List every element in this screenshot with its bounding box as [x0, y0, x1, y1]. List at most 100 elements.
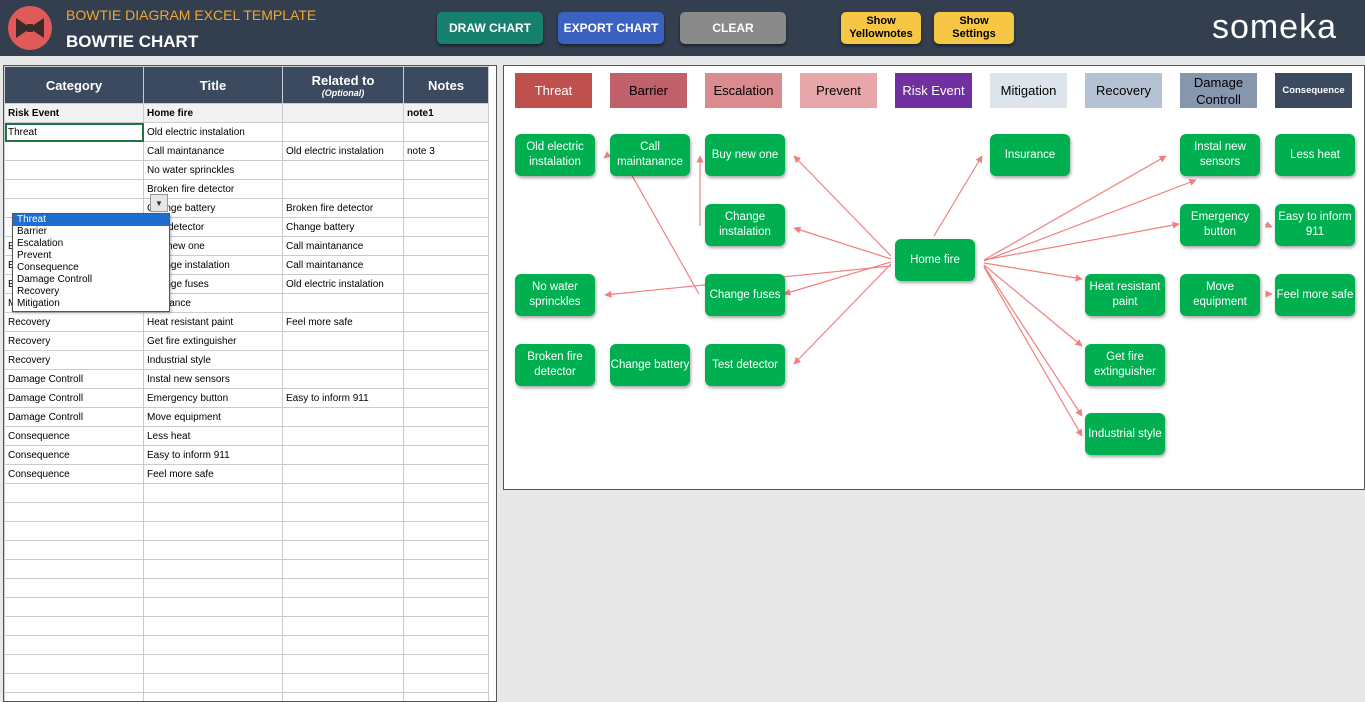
- empty-cell[interactable]: [404, 655, 489, 674]
- export-chart-button[interactable]: EXPORT CHART: [558, 12, 664, 44]
- cell-category[interactable]: [5, 142, 144, 161]
- node-buy-new-one[interactable]: Buy new one: [705, 134, 785, 176]
- empty-cell[interactable]: [404, 541, 489, 560]
- empty-cell[interactable]: [144, 579, 283, 598]
- cell-notes[interactable]: [404, 180, 489, 199]
- cell-notes[interactable]: note1: [404, 104, 489, 123]
- cell-title[interactable]: Industrial style: [144, 351, 283, 370]
- cell-title[interactable]: Call maintanance: [144, 142, 283, 161]
- empty-cell[interactable]: [283, 579, 404, 598]
- empty-cell[interactable]: [5, 484, 144, 503]
- cell-notes[interactable]: [404, 446, 489, 465]
- node-instal-new-sensors[interactable]: Instal new sensors: [1180, 134, 1260, 176]
- empty-cell[interactable]: [5, 503, 144, 522]
- empty-cell[interactable]: [283, 484, 404, 503]
- cell-related[interactable]: [283, 332, 404, 351]
- empty-cell[interactable]: [144, 503, 283, 522]
- node-home-fire[interactable]: Home fire: [895, 239, 975, 281]
- cell-related[interactable]: [283, 408, 404, 427]
- dropdown-arrow-icon[interactable]: ▼: [150, 194, 168, 212]
- cell-related[interactable]: [283, 370, 404, 389]
- node-call-maintanance[interactable]: Call maintanance: [610, 134, 690, 176]
- node-industrial-style[interactable]: Industrial style: [1085, 413, 1165, 455]
- cell-notes[interactable]: [404, 275, 489, 294]
- cell-title[interactable]: Get fire extinguisher: [144, 332, 283, 351]
- cell-notes[interactable]: [404, 465, 489, 484]
- cell-notes[interactable]: [404, 294, 489, 313]
- node-move-equipment[interactable]: Move equipment: [1180, 274, 1260, 316]
- node-less-heat[interactable]: Less heat: [1275, 134, 1355, 176]
- empty-cell[interactable]: [283, 560, 404, 579]
- cell-related[interactable]: [283, 104, 404, 123]
- cell-category[interactable]: Consequence: [5, 446, 144, 465]
- empty-cell[interactable]: [144, 655, 283, 674]
- empty-cell[interactable]: [5, 636, 144, 655]
- node-get-fire-extinguisher[interactable]: Get fire extinguisher: [1085, 344, 1165, 386]
- cell-notes[interactable]: [404, 199, 489, 218]
- empty-cell[interactable]: [144, 598, 283, 617]
- empty-cell[interactable]: [283, 503, 404, 522]
- empty-cell[interactable]: [404, 484, 489, 503]
- cell-category[interactable]: Risk Event: [5, 104, 144, 123]
- dropdown-option[interactable]: Mitigation: [13, 298, 169, 310]
- cell-related[interactable]: Old electric instalation: [283, 275, 404, 294]
- cell-category[interactable]: Damage Controll: [5, 370, 144, 389]
- node-old-electric[interactable]: Old electric instalation: [515, 134, 595, 176]
- node-heat-resistant-paint[interactable]: Heat resistant paint: [1085, 274, 1165, 316]
- cell-category[interactable]: Recovery: [5, 351, 144, 370]
- cell-notes[interactable]: [404, 123, 489, 142]
- empty-cell[interactable]: [5, 560, 144, 579]
- cell-category[interactable]: Threat: [5, 123, 144, 142]
- dropdown-option[interactable]: Consequence: [13, 262, 169, 274]
- cell-related[interactable]: [283, 446, 404, 465]
- node-change-battery[interactable]: Change battery: [610, 344, 690, 386]
- empty-cell[interactable]: [144, 522, 283, 541]
- cell-title[interactable]: No water sprinckles: [144, 161, 283, 180]
- dropdown-option[interactable]: Prevent: [13, 250, 169, 262]
- dropdown-option[interactable]: Recovery: [13, 286, 169, 298]
- cell-notes[interactable]: note 3: [404, 142, 489, 161]
- empty-cell[interactable]: [404, 636, 489, 655]
- node-insurance[interactable]: Insurance: [990, 134, 1070, 176]
- cell-category[interactable]: Recovery: [5, 313, 144, 332]
- cell-notes[interactable]: [404, 427, 489, 446]
- cell-category[interactable]: Damage Controll: [5, 389, 144, 408]
- dropdown-option[interactable]: Escalation: [13, 238, 169, 250]
- dropdown-option[interactable]: Damage Controll: [13, 274, 169, 286]
- empty-cell[interactable]: [144, 636, 283, 655]
- dropdown-option[interactable]: Threat: [13, 214, 169, 226]
- empty-cell[interactable]: [404, 522, 489, 541]
- cell-related[interactable]: [283, 161, 404, 180]
- empty-cell[interactable]: [144, 560, 283, 579]
- cell-title[interactable]: Heat resistant paint: [144, 313, 283, 332]
- cell-notes[interactable]: [404, 256, 489, 275]
- dropdown-option[interactable]: Barrier: [13, 226, 169, 238]
- empty-cell[interactable]: [283, 541, 404, 560]
- cell-category[interactable]: Consequence: [5, 427, 144, 446]
- empty-cell[interactable]: [144, 541, 283, 560]
- cell-notes[interactable]: [404, 351, 489, 370]
- empty-cell[interactable]: [404, 503, 489, 522]
- empty-cell[interactable]: [404, 579, 489, 598]
- empty-cell[interactable]: [404, 674, 489, 693]
- empty-cell[interactable]: [283, 636, 404, 655]
- empty-cell[interactable]: [5, 522, 144, 541]
- cell-title[interactable]: Emergency button: [144, 389, 283, 408]
- draw-chart-button[interactable]: DRAW CHART: [437, 12, 543, 44]
- cell-category[interactable]: Recovery: [5, 332, 144, 351]
- empty-cell[interactable]: [404, 598, 489, 617]
- cell-related[interactable]: [283, 427, 404, 446]
- cell-notes[interactable]: [404, 408, 489, 427]
- empty-cell[interactable]: [283, 655, 404, 674]
- empty-cell[interactable]: [404, 560, 489, 579]
- cell-title[interactable]: Less heat: [144, 427, 283, 446]
- cell-related[interactable]: [283, 123, 404, 142]
- cell-related[interactable]: Call maintanance: [283, 256, 404, 275]
- node-no-water-sprinckles[interactable]: No water sprinckles: [515, 274, 595, 316]
- clear-button[interactable]: CLEAR: [680, 12, 786, 44]
- empty-cell[interactable]: [5, 693, 144, 702]
- cell-category[interactable]: [5, 161, 144, 180]
- empty-cell[interactable]: [283, 674, 404, 693]
